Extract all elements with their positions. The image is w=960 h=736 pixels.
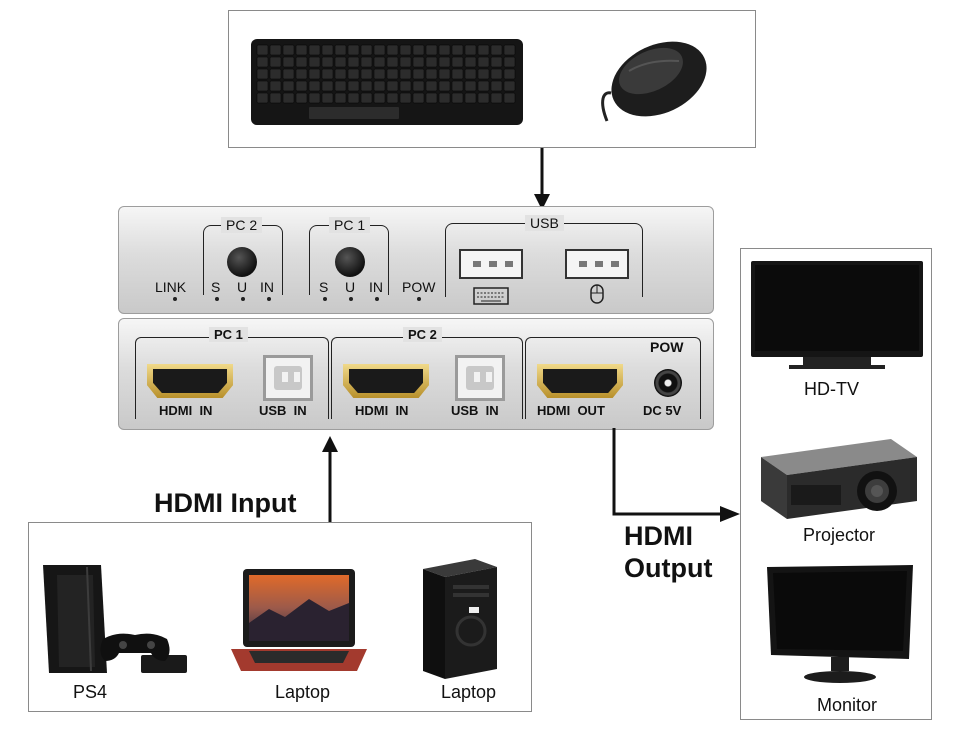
usb-keyboard-port[interactable] — [459, 249, 523, 279]
pow-led — [417, 297, 421, 301]
output-port-group — [525, 337, 701, 419]
input-label-laptop-2: Laptop — [441, 682, 497, 702]
hdmi-input-label: HDMI Input — [154, 488, 297, 518]
pc1-select-button[interactable] — [335, 247, 365, 277]
dc-power-jack[interactable] — [654, 369, 682, 397]
pc2-s-led — [215, 297, 219, 301]
rear-pc1-label: PC 1 — [209, 327, 248, 342]
output-label-hdtv: HD-TV — [804, 379, 859, 399]
hdmi-out-label: HDMI OUT — [537, 403, 605, 418]
hdmi-in-1-port[interactable] — [147, 364, 233, 398]
arrow-down-icon — [534, 148, 550, 210]
input-label-laptop-1: Laptop — [275, 682, 331, 702]
usb-mouse-port[interactable] — [565, 249, 629, 279]
output-label-projector: Projector — [803, 525, 876, 545]
keyboard-icon — [251, 39, 523, 125]
pc2-label: PC 2 — [221, 217, 263, 233]
laptop-icon — [231, 569, 367, 671]
pc1-u-led — [349, 297, 353, 301]
pc1-in-led-label: IN — [369, 279, 383, 295]
arrow-up-icon — [322, 436, 338, 524]
ps4-console-icon — [43, 565, 187, 673]
hdmi-in-1-label: HDMI IN — [159, 403, 213, 418]
usb-label: USB — [525, 215, 564, 231]
desktop-tower-icon — [423, 559, 497, 679]
input-devices-box: PS4 Laptop Laptop — [28, 522, 532, 712]
pow-led-label: POW — [402, 279, 436, 295]
hdmi-output-label-line2: Output — [624, 553, 713, 583]
rear-pow-label: POW — [650, 339, 684, 355]
small-keyboard-icon — [473, 287, 509, 305]
arrow-right-icon — [612, 428, 740, 522]
output-label-monitor: Monitor — [817, 695, 878, 715]
projector-icon — [761, 439, 917, 519]
pc2-in-led-label: IN — [260, 279, 274, 295]
tv-icon — [751, 261, 923, 369]
dc-label: DC 5V — [643, 403, 682, 418]
pc1-s-led-label: S — [319, 279, 329, 295]
hdmi-output-label-line1: HDMI — [624, 521, 693, 551]
hdmi-in-2-label: HDMI IN — [355, 403, 409, 418]
rear-pc2-label: PC 2 — [403, 327, 442, 342]
hdmi-in-2-port[interactable] — [343, 364, 429, 398]
pc2-in-led — [267, 297, 271, 301]
link-label: LINK — [155, 279, 187, 295]
output-devices-box: HD-TV Projector Monitor — [740, 248, 932, 720]
usb-in-2-label: USB IN — [451, 403, 499, 418]
monitor-icon — [767, 565, 913, 683]
pc2-select-button[interactable] — [227, 247, 257, 277]
kvm-front-panel: PC 2 S U IN PC 1 S U IN LINK POW USB — [118, 206, 714, 314]
pc1-s-led — [323, 297, 327, 301]
kvm-rear-panel: PC 1 PC 2 POW HDMI IN USB IN HDMI IN USB… — [118, 318, 714, 430]
small-mouse-icon — [590, 284, 604, 304]
link-led — [173, 297, 177, 301]
pc2-u-led — [241, 297, 245, 301]
pc2-s-led-label: S — [211, 279, 221, 295]
pc2-u-led-label: U — [237, 279, 248, 295]
peripherals-box — [228, 10, 756, 148]
usb-in-1-port[interactable] — [263, 355, 313, 401]
pc1-label: PC 1 — [329, 217, 371, 233]
mouse-icon — [601, 41, 707, 122]
hdmi-out-port[interactable] — [537, 364, 623, 398]
usb-in-1-label: USB IN — [259, 403, 307, 418]
usb-in-2-port[interactable] — [455, 355, 505, 401]
input-label-ps4: PS4 — [73, 682, 108, 702]
pc1-u-led-label: U — [345, 279, 356, 295]
pc1-in-led — [375, 297, 379, 301]
